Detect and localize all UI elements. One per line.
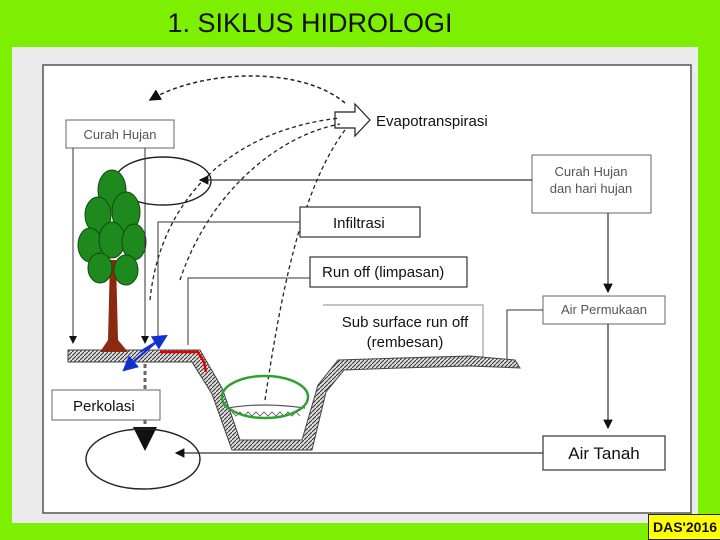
curah-hujan-hari-hujan-box — [531, 154, 652, 214]
perkolasi-label: Perkolasi — [73, 398, 135, 415]
infiltrasi-connector — [157, 221, 300, 338]
groundwater-ellipse — [85, 428, 201, 490]
evapotranspirasi-label: Evapotranspirasi — [376, 113, 488, 130]
runoff-red-path — [160, 350, 208, 373]
curah-hujan-label: Curah Hujan — [84, 127, 157, 142]
transpiration-line-1 — [149, 117, 341, 301]
evaporation-arc — [148, 75, 346, 104]
das-badge: DAS'2016 — [648, 514, 720, 540]
curah-hujan-box — [65, 119, 175, 149]
evaporation-line-3 — [264, 129, 346, 401]
air-tanah-label: Air Tanah — [568, 444, 640, 463]
channel-water — [227, 404, 306, 409]
curah-hujan-hari-hujan-label-2: dan hari hujan — [550, 181, 632, 196]
channel-ellipse — [220, 374, 310, 420]
page-title: 1. SIKLUS HIDROLOGI — [167, 8, 453, 38]
air-tanah-box — [542, 435, 666, 471]
perkolasi-box — [51, 389, 161, 421]
infiltrasi-label: Infiltrasi — [333, 215, 385, 232]
run-off-connector — [187, 277, 310, 345]
curah-hujan-hari-hujan-label-1: Curah Hujan — [555, 164, 628, 179]
run-off-box — [309, 256, 468, 288]
evapotranspirasi-arrow-icon — [334, 102, 371, 138]
air-permukaan-label: Air Permukaan — [561, 302, 647, 317]
transpiration-line-2 — [179, 123, 341, 281]
tree-trunk — [100, 260, 128, 352]
run-off-label: Run off (limpasan) — [322, 264, 444, 281]
tree-foliage — [77, 169, 147, 286]
sub-surface-box — [323, 305, 483, 359]
ground-surface — [67, 349, 521, 451]
sub-surface-label-2: (rembesan) — [367, 334, 444, 351]
air-permukaan-connector — [506, 309, 543, 360]
sub-surface-label-1: Sub surface run off — [342, 314, 469, 331]
